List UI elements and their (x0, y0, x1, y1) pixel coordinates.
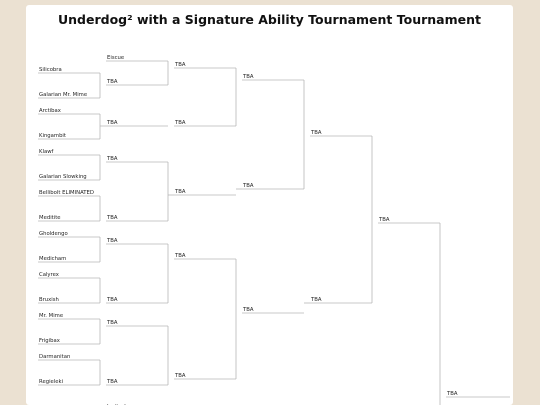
round1-entrant-15: Regieleki (39, 379, 63, 385)
round1-entrant-6: Bellibolt ELIMINATED (39, 190, 94, 196)
round1-entrant-1: Galarian Mr. Mime (39, 92, 87, 98)
round1-entrant-8: Gholdengo (39, 231, 68, 237)
round2-entrant-0: Eiscue (107, 55, 124, 61)
round7-entrant-0: TBA (446, 391, 458, 397)
round2-entrant-1: TBA (106, 79, 118, 85)
bracket-card: Underdog² with a Signature Ability Tourn… (26, 5, 513, 405)
round1-entrant-5: Galarian Slowking (39, 174, 87, 180)
round2-entrant-5: TBA (106, 238, 118, 244)
round2-entrant-6: TBA (106, 297, 118, 303)
round2-entrant-2: TBA (106, 120, 118, 126)
round1-entrant-0: Silicobra (39, 67, 62, 73)
round6-entrant-0: TBA (378, 217, 390, 223)
round1-entrant-13: Frigibax (39, 338, 60, 344)
round3-entrant-0: TBA (174, 62, 186, 68)
round5-entrant-1: TBA (310, 297, 322, 303)
round3-entrant-2: TBA (174, 189, 186, 195)
round1-entrant-11: Bruxish (39, 297, 59, 303)
round5-entrant-0: TBA (310, 130, 322, 136)
round4-entrant-1: TBA (242, 183, 254, 189)
round2-entrant-8: TBA (106, 379, 118, 385)
round1-entrant-10: Calyrex (39, 272, 59, 278)
page-title: Underdog² with a Signature Ability Tourn… (58, 12, 481, 27)
round4-entrant-0: TBA (242, 74, 254, 80)
round2-entrant-3: TBA (106, 156, 118, 162)
round3-entrant-3: TBA (174, 253, 186, 259)
round4-entrant-2: TBA (242, 307, 254, 313)
round3-entrant-4: TBA (174, 373, 186, 379)
round1-entrant-9: Medicham (39, 256, 66, 262)
round3-entrant-1: TBA (174, 120, 186, 126)
round2-entrant-7: TBA (106, 320, 118, 326)
round1-entrant-7: Meditite (39, 215, 61, 221)
round1-entrant-14: Darmanitan (39, 354, 70, 360)
round2-entrant-4: TBA (106, 215, 118, 221)
round1-entrant-12: Mr. Mime (39, 313, 63, 319)
round1-entrant-3: Kingambit (39, 133, 66, 139)
round1-entrant-2: Arctibax (39, 108, 61, 114)
round1-entrant-4: Klawf (39, 149, 54, 155)
